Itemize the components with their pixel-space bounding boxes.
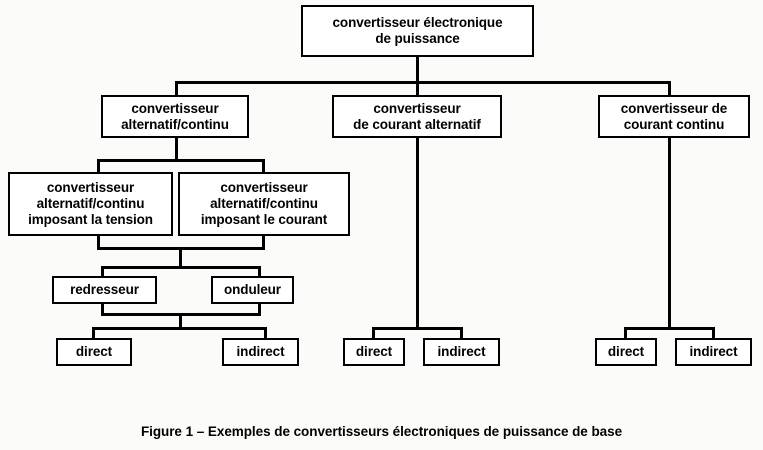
connector-dc-long-drop (668, 138, 671, 329)
connector-onduleur-stub (258, 303, 261, 315)
connector-current-stub (262, 236, 265, 250)
connector-right-leaf-bus (624, 327, 715, 330)
connector-drop-mid-direct (372, 327, 375, 339)
connector-level4-merge-stub (179, 313, 182, 329)
node-imposant-le-courant[interactable]: convertisseur alternatif/continu imposan… (178, 172, 350, 236)
connector-drop-current (262, 159, 265, 173)
connector-drop-right-indirect (712, 327, 715, 339)
connector-ac-long-drop (416, 138, 419, 329)
connector-drop-left-direct (92, 327, 95, 339)
connector-level2-bus (175, 81, 671, 84)
figure-caption: Figure 1 – Exemples de convertisseurs él… (140, 424, 623, 439)
connector-voltage-stub (97, 236, 100, 250)
node-convertisseur-courant-alternatif[interactable]: convertisseur de courant alternatif (332, 95, 502, 138)
connector-drop-onduleur (258, 266, 261, 277)
connector-level3-bus (97, 159, 265, 162)
node-mid-direct[interactable]: direct (343, 338, 405, 366)
connector-level4-bus (101, 266, 261, 269)
connector-drop-ac (416, 81, 419, 95)
connector-left-leaf-bus (92, 327, 267, 330)
connector-level3-merge-stub (179, 247, 182, 268)
node-right-indirect[interactable]: indirect (675, 338, 752, 366)
connector-redresseur-stub (101, 303, 104, 315)
node-left-direct[interactable]: direct (56, 338, 132, 366)
node-convertisseur-alternatif-continu[interactable]: convertisseur alternatif/continu (101, 95, 249, 138)
connector-drop-redresseur (101, 266, 104, 277)
connector-drop-dc (668, 81, 671, 95)
node-mid-indirect[interactable]: indirect (423, 338, 500, 366)
connector-ac-dc-stub (175, 138, 178, 161)
connector-drop-mid-indirect (460, 327, 463, 339)
connector-drop-right-direct (624, 327, 627, 339)
node-left-indirect[interactable]: indirect (222, 338, 299, 366)
node-right-direct[interactable]: direct (595, 338, 657, 366)
connector-drop-ac-dc (175, 81, 178, 95)
node-redresseur[interactable]: redresseur (52, 276, 157, 304)
connector-drop-left-indirect (264, 327, 267, 339)
node-onduleur[interactable]: onduleur (211, 276, 294, 304)
connector-drop-voltage (97, 159, 100, 173)
node-imposant-la-tension[interactable]: convertisseur alternatif/continu imposan… (8, 172, 173, 236)
node-convertisseur-courant-continu[interactable]: convertisseur de courant continu (598, 95, 750, 138)
connector-root-stub (416, 57, 419, 83)
connector-mid-leaf-bus (372, 327, 463, 330)
node-root[interactable]: convertisseur électronique de puissance (301, 5, 534, 57)
